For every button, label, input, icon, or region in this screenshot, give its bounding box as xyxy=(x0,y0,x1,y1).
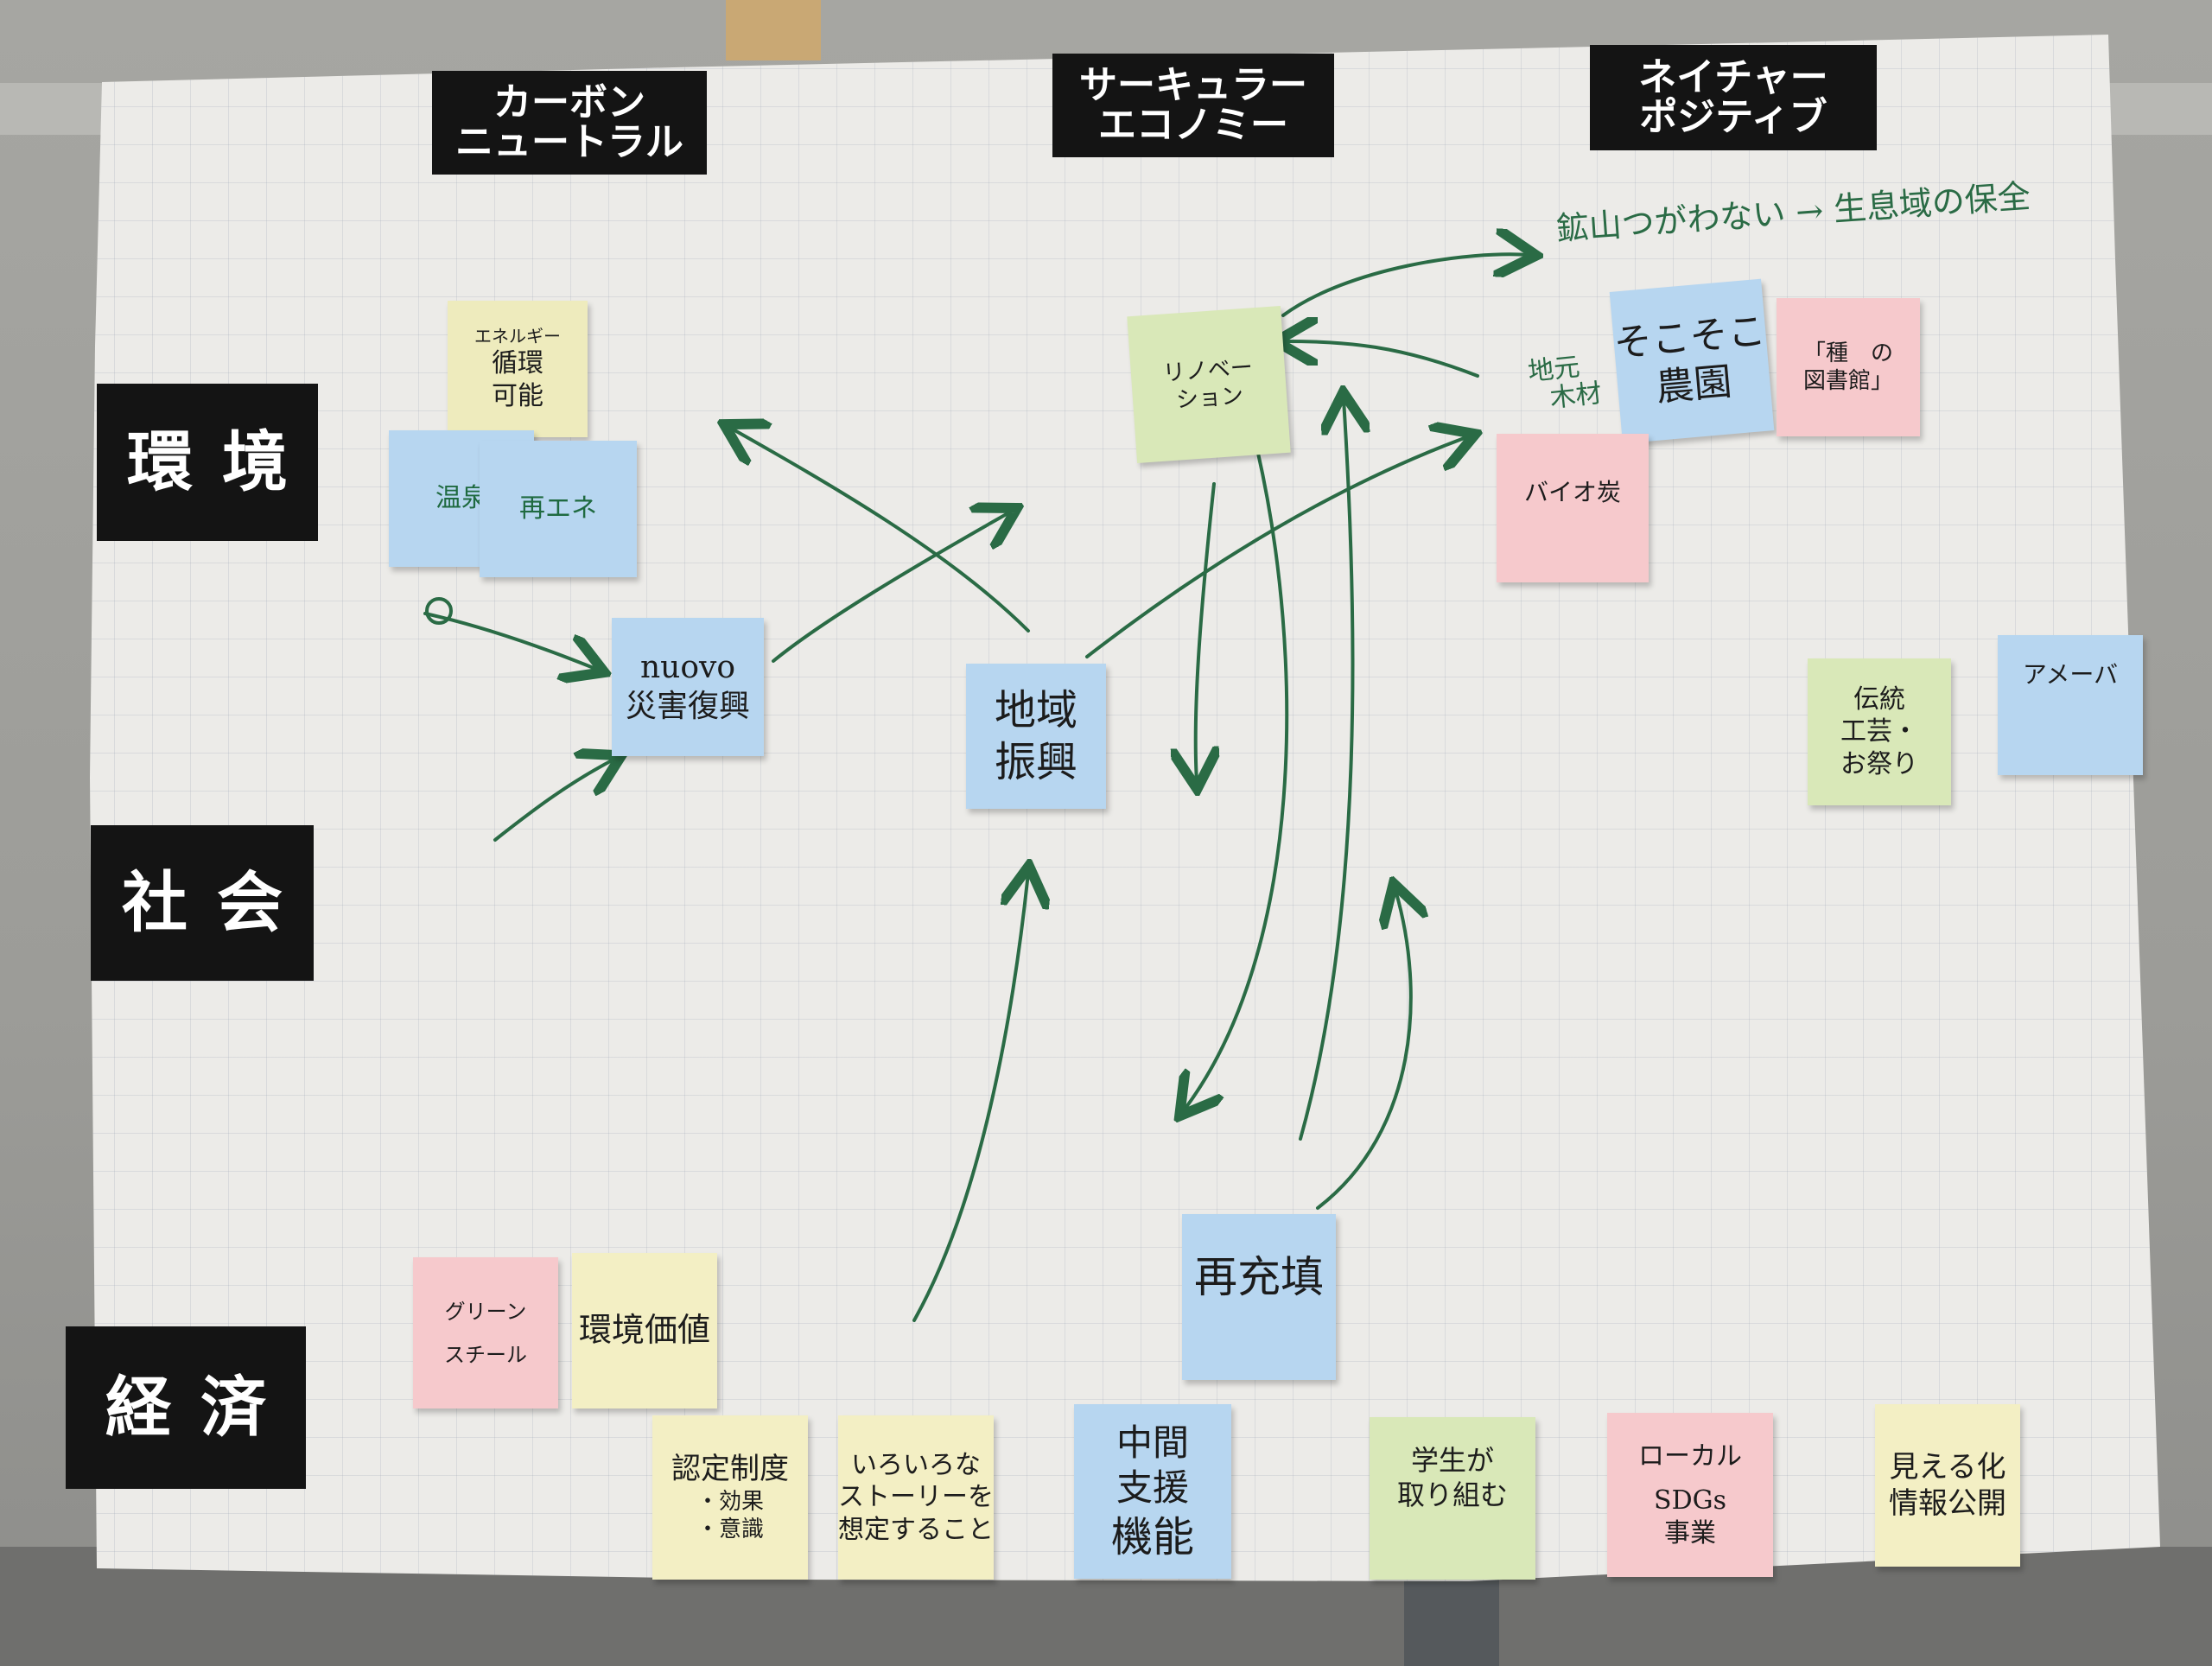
note-line: 想定すること xyxy=(838,1514,994,1545)
sticky-note-sokosoko-farm: そこそこ 農園 xyxy=(1609,278,1775,444)
sticky-note-renovation: リノベー ション xyxy=(1127,305,1291,464)
note-line: 支援 xyxy=(1116,1466,1189,1509)
sticky-note-amoeba: アメーバ xyxy=(1998,635,2143,775)
note-line: ・効果 xyxy=(696,1488,764,1515)
note-line: ローカル xyxy=(1638,1440,1742,1472)
sticky-note-energy-cycle: エネルギー 循環 可能 xyxy=(448,301,588,437)
note-line: スチール xyxy=(444,1342,527,1367)
sticky-note-nuovo-disaster-recovery: nuovo 災害復興 xyxy=(612,618,764,756)
note-line: 可能 xyxy=(492,380,543,411)
sticky-note-regional-revitalization: 地域 振興 xyxy=(966,664,1106,809)
header-line: ポジティブ xyxy=(1639,95,1827,139)
note-line: お祭り xyxy=(1840,748,1918,779)
note-line: アメーバ xyxy=(2022,660,2119,689)
sticky-note-local-sdgs: ローカル SDGs 事業 xyxy=(1607,1413,1773,1577)
header-line: エコノミー xyxy=(1098,103,1288,147)
arrow-line xyxy=(493,759,615,842)
note-line: 認定制度 xyxy=(671,1452,789,1487)
note-line: 地域 xyxy=(994,686,1077,734)
header-line: サーキュラー xyxy=(1079,62,1307,107)
note-line: 事業 xyxy=(1664,1517,1716,1548)
sticky-note-visualization: 見える化 情報公開 xyxy=(1875,1404,2020,1567)
row-header-economy: 経済 xyxy=(66,1326,306,1489)
arrow-line xyxy=(772,512,1011,663)
note-line: SDGs xyxy=(1654,1485,1726,1517)
row-header-environment: 環境 xyxy=(97,384,318,541)
arrow-line xyxy=(730,428,1030,633)
column-header-circular-economy: サーキュラー エコノミー xyxy=(1052,54,1334,157)
arrow-line xyxy=(1085,436,1469,658)
header-line: ニュートラル xyxy=(455,120,683,164)
arrow-line xyxy=(1283,341,1479,378)
row-header-label: 経済 xyxy=(105,1369,296,1447)
note-line: 「種 の xyxy=(1802,340,1893,366)
column-header-nature-positive: ネイチャー ポジティブ xyxy=(1590,45,1877,150)
header-line: カーボン xyxy=(493,79,645,124)
note-line: 温泉 xyxy=(435,483,487,514)
annotation-local-wood: 地元 木材 xyxy=(1527,351,1604,415)
note-line: 中間 xyxy=(1116,1421,1189,1464)
note-line: nuovo xyxy=(639,650,736,685)
cardboard-box xyxy=(726,0,821,60)
sticky-note-seed-library: 「種 の 図書館」 xyxy=(1777,298,1920,436)
sticky-note-students-engage: 学生が 取り組む xyxy=(1370,1417,1535,1580)
note-line: 見える化 xyxy=(1889,1449,2006,1485)
note-line: 環境価値 xyxy=(578,1311,710,1350)
row-header-label: 社会 xyxy=(122,864,312,942)
note-line: 学生が xyxy=(1410,1444,1494,1477)
arrow-line xyxy=(1281,254,1529,317)
note-line: バイオ炭 xyxy=(1523,478,1621,506)
arrow-line xyxy=(423,612,598,670)
row-header-label: 環境 xyxy=(127,423,317,501)
arrow-line xyxy=(912,873,1028,1322)
sticky-note-certification: 認定制度 ・効果 ・意識 xyxy=(652,1415,808,1580)
sticky-note-intermediate-support: 中間 支援 機能 xyxy=(1074,1404,1231,1579)
note-line: 伝統 xyxy=(1853,684,1905,715)
note-line: 工芸・ xyxy=(1840,716,1918,747)
arrow-line xyxy=(1299,399,1353,1141)
sticky-note-traditional-crafts: 伝統 工芸・ お祭り xyxy=(1808,658,1951,805)
note-line: 取り組む xyxy=(1396,1478,1508,1511)
arrow-line xyxy=(1316,890,1411,1210)
note-line: 情報公開 xyxy=(1889,1486,2006,1521)
note-line: 再充填 xyxy=(1194,1252,1324,1302)
arrow-start-dot xyxy=(425,597,453,625)
sticky-note-refill: 再充填 xyxy=(1182,1214,1336,1380)
sticky-note-renewable-energy: 再エネ xyxy=(480,441,637,577)
header-line: ネイチャー xyxy=(1638,54,1828,99)
note-line: グリーン xyxy=(444,1299,527,1324)
note-line: 災害復興 xyxy=(625,689,750,724)
note-line: ション xyxy=(1175,383,1245,414)
row-header-society: 社会 xyxy=(91,825,314,981)
note-line: そこそこ xyxy=(1611,308,1768,366)
note-line: ストーリーを xyxy=(838,1482,994,1513)
note-line: いろいろな xyxy=(851,1449,981,1480)
note-line: エネルギー xyxy=(474,326,561,347)
note-line: 農園 xyxy=(1654,359,1734,410)
note-line: 図書館」 xyxy=(1802,368,1893,394)
sticky-note-biochar: バイオ炭 xyxy=(1497,434,1649,582)
arrow-line xyxy=(1196,482,1214,782)
sticky-note-various-stories: いろいろな ストーリーを 想定すること xyxy=(838,1415,994,1580)
note-line: 循環 xyxy=(492,348,543,378)
note-line: 振興 xyxy=(994,738,1077,786)
sticky-note-green-steel: グリーン スチール xyxy=(413,1257,558,1408)
note-line: 再エネ xyxy=(519,493,597,525)
note-line: ・意識 xyxy=(696,1517,764,1543)
arrow-line xyxy=(1184,448,1289,1110)
column-header-carbon-neutral: カーボン ニュートラル xyxy=(432,71,707,175)
sticky-note-environmental-value: 環境価値 xyxy=(572,1253,717,1408)
note-line: 機能 xyxy=(1110,1512,1194,1561)
